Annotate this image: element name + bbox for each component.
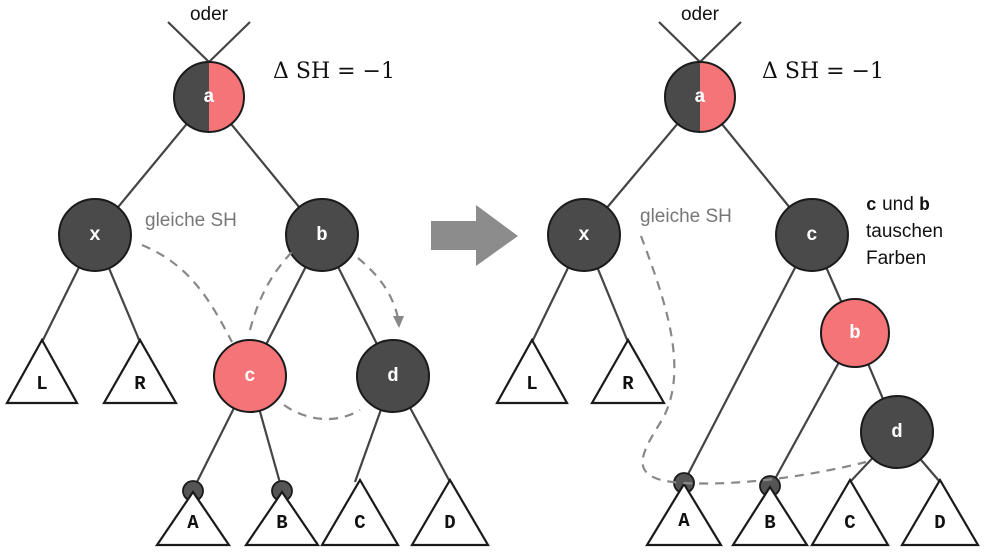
svg-text:C: C	[844, 512, 855, 534]
subtree-B: B	[243, 490, 321, 547]
swap-note-line2: tauschen	[866, 221, 943, 242]
node-a-2: a	[664, 61, 736, 133]
subtree-C: C	[320, 477, 400, 547]
svg-text:A: A	[678, 510, 690, 532]
node-x-label: x	[89, 224, 100, 246]
subtree-D: D	[410, 477, 490, 547]
equal-sh-note-2: gleiche SH	[640, 206, 732, 227]
top-label-2: oder	[681, 4, 720, 25]
svg-text:c: c	[806, 224, 817, 246]
node-a-label: a	[203, 86, 214, 108]
node-b: b	[285, 198, 359, 272]
delta-sh-label: Δ SH = −1	[273, 59, 395, 84]
dashed-x-to-c	[141, 243, 233, 343]
svg-text:B: B	[764, 512, 775, 534]
left-tree: oder a Δ SH = −1 x b c	[5, 4, 490, 547]
node-c: c	[213, 339, 287, 413]
node-d-2: d	[860, 395, 934, 469]
node-x: x	[58, 198, 132, 272]
dashed-arrowhead	[393, 316, 404, 328]
incoming-edge-right	[208, 21, 251, 63]
subtree-A: A	[154, 490, 232, 547]
svg-text:R: R	[134, 373, 146, 395]
node-d-label: d	[387, 365, 398, 387]
svg-text:x: x	[578, 224, 589, 246]
dashed-c-to-b	[248, 251, 293, 331]
node-c-2: c	[775, 198, 849, 272]
node-b-label: b	[316, 224, 327, 246]
swap-note-line3: Farben	[866, 248, 926, 269]
swap-note-line1: c und b	[866, 194, 930, 216]
edge-c-A-2	[683, 234, 813, 483]
svg-text:A: A	[187, 512, 199, 534]
subtree-A-2: A	[645, 481, 723, 547]
incoming-edge-right-2	[699, 21, 742, 63]
subtree-R-2: R	[590, 337, 666, 405]
dashed-equal-height-path	[639, 235, 867, 485]
node-a: a	[173, 61, 245, 133]
subtree-B-2: B	[730, 484, 810, 547]
incoming-edge-left	[167, 21, 210, 63]
dashed-b-to-d	[357, 257, 400, 319]
equal-sh-note: gleiche SH	[145, 210, 237, 231]
dashed-c-to-d	[283, 404, 361, 421]
top-label: oder	[190, 4, 229, 25]
svg-text:B: B	[276, 512, 287, 534]
svg-text:L: L	[36, 373, 47, 395]
svg-text:L: L	[526, 373, 537, 395]
subtree-D-2: D	[900, 477, 980, 547]
node-d: d	[356, 339, 430, 413]
subtree-L: L	[5, 337, 79, 405]
svg-text:R: R	[622, 373, 634, 395]
svg-text:D: D	[934, 512, 945, 534]
incoming-edge-left-2	[658, 21, 701, 63]
delta-sh-label-2: Δ SH = −1	[762, 59, 884, 84]
node-c-label: c	[244, 365, 255, 387]
svg-text:d: d	[891, 421, 902, 443]
subtree-R: R	[102, 337, 178, 405]
svg-text:D: D	[444, 512, 455, 534]
subtree-C-2: C	[810, 477, 890, 547]
svg-text:b: b	[849, 322, 860, 344]
node-b-2: b	[820, 298, 890, 368]
right-tree: oder a Δ SH = −1 x c b	[495, 4, 980, 547]
subtree-L-2: L	[495, 337, 569, 405]
svg-text:C: C	[354, 512, 365, 534]
right-arrow-icon	[431, 205, 518, 266]
node-a-label-2: a	[694, 86, 705, 108]
node-x-2: x	[547, 198, 621, 272]
